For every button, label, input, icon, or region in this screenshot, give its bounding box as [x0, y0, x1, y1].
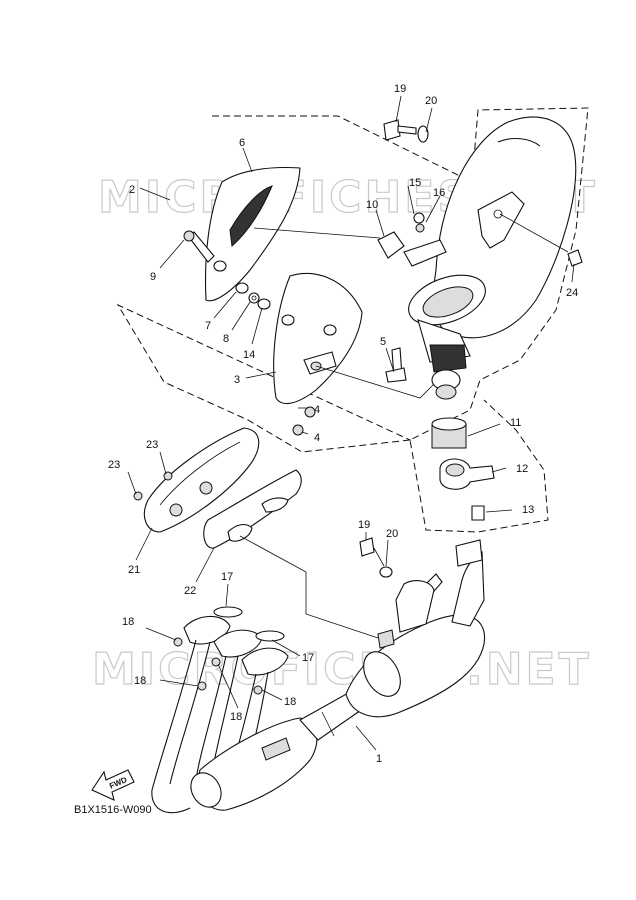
gasket-clamp [431, 417, 495, 521]
part-label-8: 8 [223, 333, 229, 345]
part-label-23b: 23 [108, 459, 120, 471]
diagram-code: B1X1516-W090 [74, 804, 152, 816]
part-label-11: 11 [510, 417, 521, 429]
part-label-18d: 18 [284, 696, 296, 708]
part-label-9: 9 [150, 271, 156, 283]
part-label-19b: 19 [358, 519, 370, 531]
part-label-15: 15 [409, 177, 421, 189]
part-label-3: 3 [234, 374, 240, 386]
part-label-12: 12 [516, 463, 528, 475]
watermark-lower: MICROFICHES.NET [92, 644, 592, 695]
exhaust-header [151, 537, 486, 814]
part-label-16: 16 [433, 187, 445, 199]
part-label-21: 21 [128, 564, 140, 576]
forward-arrow-icon: FWD [91, 769, 135, 801]
part-label-24: 24 [566, 287, 578, 299]
part-label-5: 5 [380, 336, 386, 348]
part-label-1: 1 [376, 753, 382, 765]
heat-shield-upper [204, 166, 301, 302]
leader-lines [127, 95, 575, 751]
part-label-4b: 4 [314, 432, 320, 444]
part-label-17a: 17 [221, 571, 233, 583]
protector-plate [133, 427, 302, 549]
part-label-7: 7 [205, 320, 211, 332]
part-label-23a: 23 [146, 439, 158, 451]
part-number-labels: 19 20 6 2 15 16 10 9 24 7 8 14 5 3 4 4 1… [108, 83, 578, 765]
part-label-20: 20 [425, 95, 437, 107]
part-label-18a: 18 [122, 616, 134, 628]
part-label-14: 14 [243, 349, 255, 361]
part-label-19: 19 [394, 83, 406, 95]
part-label-2: 2 [129, 184, 135, 196]
subassembly-outline [116, 107, 589, 533]
part-label-18c: 18 [230, 711, 242, 723]
part-label-17b: 17 [302, 652, 314, 664]
muffler-assembly [403, 116, 577, 400]
part-label-6: 6 [239, 137, 245, 149]
part-label-4a: 4 [314, 404, 320, 416]
part-label-13: 13 [522, 504, 534, 516]
part-label-10: 10 [366, 199, 378, 211]
lower-bolts [173, 637, 263, 695]
part-label-20b: 20 [386, 528, 398, 540]
part-label-18b: 18 [134, 675, 146, 687]
part-label-22: 22 [184, 585, 196, 597]
heat-shield-lower [273, 272, 363, 405]
upper-hardware [183, 119, 583, 436]
